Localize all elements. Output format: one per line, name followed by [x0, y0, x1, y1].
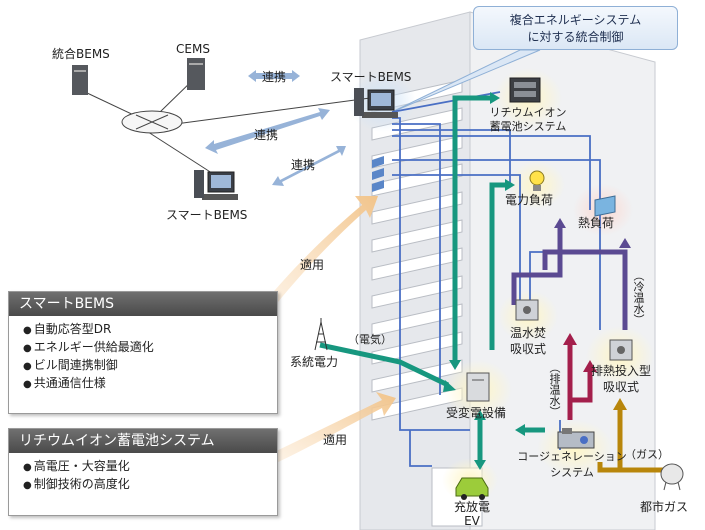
smart-bems-panel-title: スマートBEMS: [9, 292, 277, 316]
cems-label: CEMS: [176, 42, 210, 56]
smart-bems-feature-list: 自動応答型DR エネルギー供給最適化 ビル間連携制御 共通通信仕様: [9, 316, 277, 393]
callout-line-2: に対する統合制御: [527, 30, 624, 44]
bulb-icon: [529, 170, 545, 191]
network-hub-icon: [121, 110, 183, 134]
list-item: 高電圧・大容量化: [23, 458, 277, 476]
hot-water-label-2: 吸収式: [509, 342, 547, 356]
heat-flows: [511, 228, 628, 330]
switchgear-icon: [466, 372, 490, 402]
electric-arrowheads: [443, 92, 525, 470]
list-item: 共通通信仕様: [23, 375, 277, 393]
radiator-icon: [594, 195, 616, 217]
car-icon: [455, 477, 489, 500]
heat-arrowheads: [554, 218, 631, 248]
battery-panel-title: リチウムイオン蓄電池システム: [9, 429, 277, 453]
power-tower-icon: [314, 318, 328, 351]
heat-load-label: 熱負荷: [578, 216, 615, 230]
link-label-1: 連携: [262, 70, 287, 84]
list-item: ビル間連携制御: [23, 357, 277, 375]
flow-electric-label: （電気）: [348, 333, 392, 346]
computer-icon: [194, 170, 238, 200]
callout-pointer: [391, 49, 541, 113]
applied-label-upper: 適用: [300, 258, 325, 272]
smart-bems-top-label: スマートBEMS: [330, 70, 412, 84]
battery-feature-list: 高電圧・大容量化 制御技術の高度化: [9, 453, 277, 494]
ev-label-1: 充放電: [453, 500, 491, 514]
bems-link-icons: [372, 156, 384, 192]
hot-water-label-1: 温水焚: [509, 326, 547, 340]
list-item: 制御技術の高度化: [23, 476, 277, 494]
link-label-3: 連携: [291, 158, 316, 172]
battery-label-2: 蓄電池システム: [489, 120, 567, 133]
ev-label-2: EV: [464, 514, 480, 528]
power-load-label: 電力負荷: [505, 193, 554, 207]
applied-label-lower: 適用: [323, 433, 348, 447]
substation-label: 受変電設備: [446, 406, 507, 420]
gas-flows: [597, 410, 670, 473]
electric-flows: [319, 95, 545, 460]
chiller-icon: [609, 339, 633, 361]
list-item: エネルギー供給最適化: [23, 339, 277, 357]
link-arrows: [205, 70, 346, 186]
flow-gas-label: （ガス）: [625, 448, 669, 461]
server-icon: [187, 58, 205, 90]
flow-exhaust-hot-water-label: （排温水）: [548, 362, 561, 417]
cogen-label-2: システム: [550, 466, 594, 479]
chiller-icon: [515, 299, 539, 321]
computer-icon: [354, 88, 398, 118]
battery-icon: [509, 77, 541, 103]
cogen-label-1: コージェネレーション: [517, 450, 627, 463]
grid-power-label: 系統電力: [290, 355, 339, 369]
gas-tank-icon: [660, 463, 684, 491]
exhaust-arrowheads: [563, 333, 597, 372]
link-label-2: 連携: [254, 128, 279, 142]
smart-bems-bottom-label: スマートBEMS: [166, 208, 248, 222]
smart-bems-panel: スマートBEMS 自動応答型DR エネルギー供給最適化 ビル間連携制御 共通通信…: [8, 291, 278, 414]
list-item: 自動応答型DR: [23, 321, 277, 339]
network-links: [84, 77, 371, 176]
exhaust-flows: [567, 345, 593, 420]
exhaust-label-1: 排熱投入型: [590, 364, 652, 378]
server-icon: [72, 65, 88, 95]
integrated-bems-label: 統合BEMS: [52, 47, 110, 61]
callout-line-1: 複合エネルギーシステム: [509, 13, 642, 27]
control-lines: [391, 91, 601, 467]
flow-chilled-water-label: （冷温水）: [632, 270, 645, 325]
battery-panel: リチウムイオン蓄電池システム 高電圧・大容量化 制御技術の高度化: [8, 428, 278, 516]
cogeneration-icon: [557, 428, 595, 449]
integrated-control-callout: 複合エネルギーシステム に対する統合制御: [473, 6, 678, 50]
gas-arrowheads: [613, 398, 627, 410]
city-gas-label: 都市ガス: [640, 500, 689, 514]
exhaust-label-2: 吸収式: [602, 380, 640, 394]
battery-label-1: リチウムイオン: [489, 106, 567, 119]
